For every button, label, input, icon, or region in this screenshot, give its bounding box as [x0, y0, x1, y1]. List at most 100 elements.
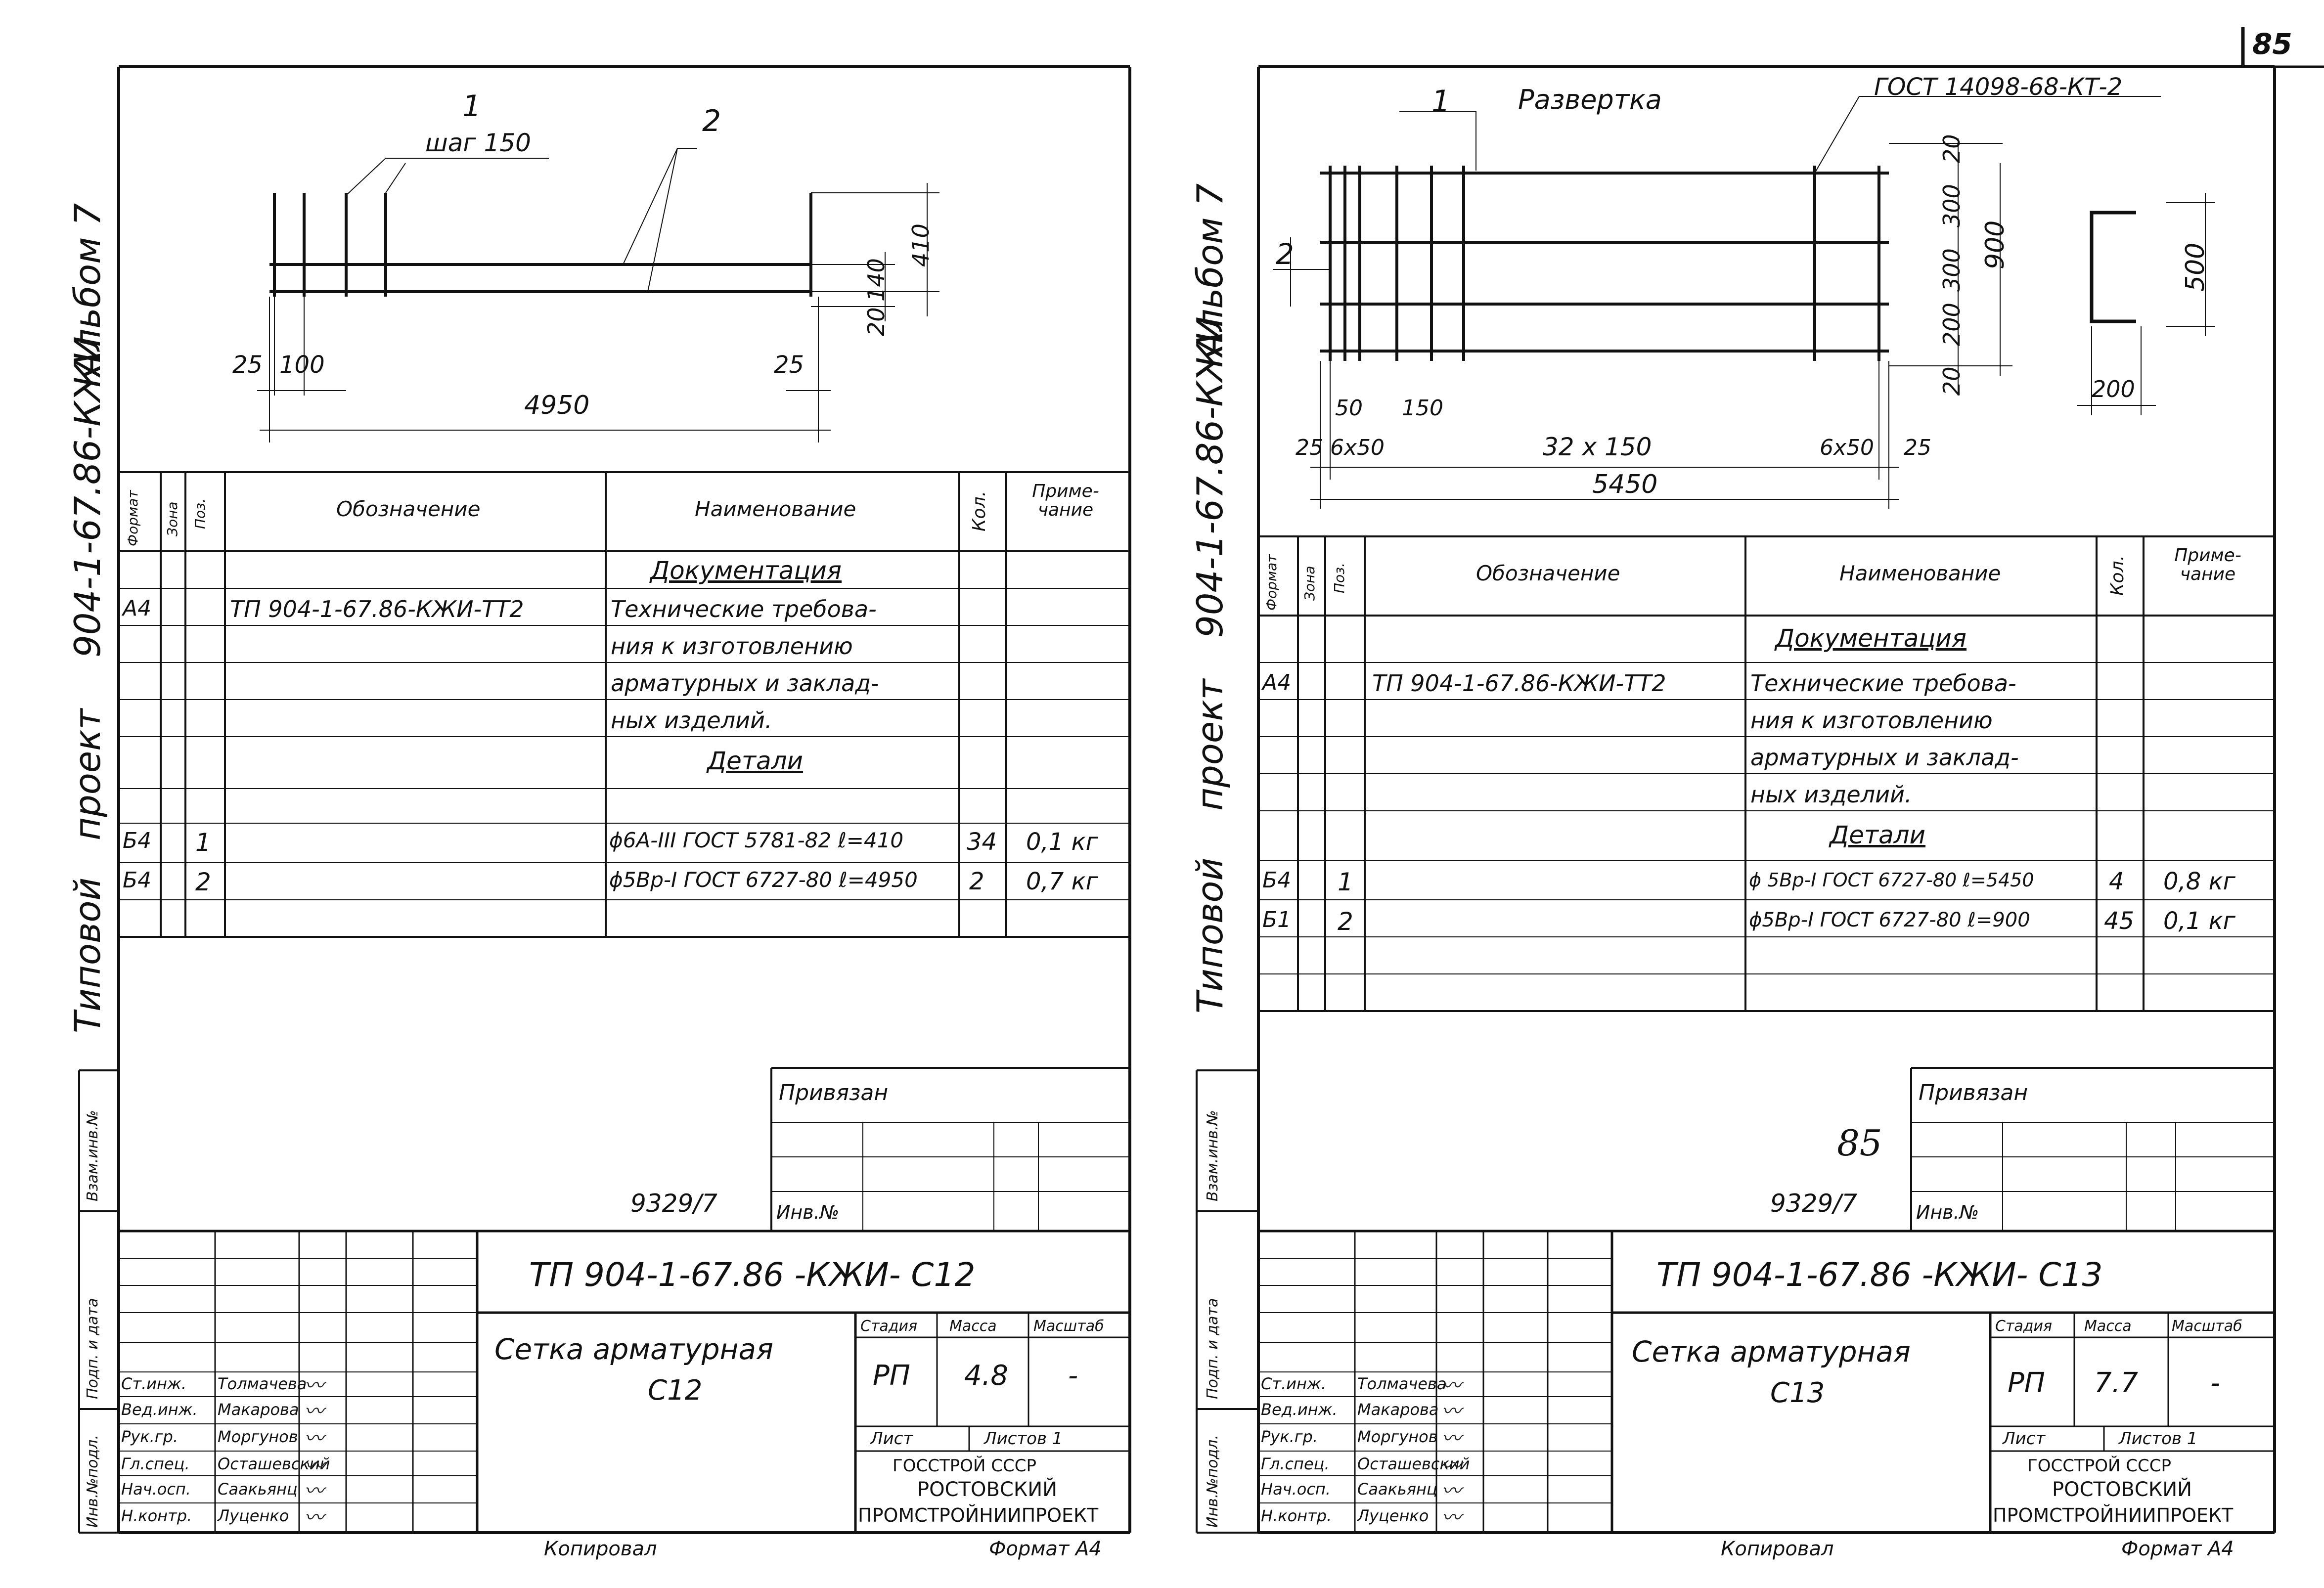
- right-org-1: ГОССТРОЙ СССР: [2027, 1456, 2171, 1476]
- right-order-no: 9329/7: [1770, 1189, 1857, 1218]
- right-role-3: Рук.гр.: [1261, 1427, 1318, 1446]
- left-doc-name-l1: Сетка арматурная: [494, 1332, 773, 1366]
- left-copied: Копировал: [544, 1538, 657, 1560]
- left-dim-25a: 25: [232, 351, 263, 379]
- right-row2-pos: 2: [1338, 907, 1353, 936]
- left-side-title-4: Альбом 7: [67, 203, 108, 376]
- right-side-title-4: Альбом 7: [1189, 183, 1231, 356]
- left-section-details: Детали: [707, 747, 804, 775]
- right-doc-name-1: Технические требова-: [1750, 670, 2016, 697]
- right-row2-note: 0,1 кг: [2163, 907, 2235, 935]
- left-org-1: ГОССТРОЙ СССР: [893, 1456, 1036, 1476]
- right-signature-3: 〰: [1441, 1427, 1461, 1450]
- left-label-1: 1: [462, 89, 482, 124]
- right-dim-300b: 300: [1938, 248, 1965, 292]
- right-doc-code: ТП 904-1-67.86 -КЖИ- С13: [1656, 1256, 2103, 1294]
- left-dim-100: 100: [279, 351, 325, 379]
- right-stage-h: Стадия: [1995, 1318, 2053, 1335]
- right-doc-designation: ТП 904-1-67.86-КЖИ-ТТ2: [1372, 670, 1666, 697]
- right-dim-5450: 5450: [1592, 470, 1658, 499]
- right-sheet-label: Лист: [2003, 1429, 2046, 1449]
- left-row2-format: Б4: [123, 868, 152, 893]
- right-role-2: Вед.инж.: [1261, 1400, 1338, 1419]
- left-row1-qty: 34: [967, 828, 997, 856]
- right-dim-6x50a: 6x50: [1330, 435, 1385, 460]
- left-section-docs: Документация: [650, 556, 842, 585]
- left-doc-name-3: арматурных и заклад-: [611, 670, 879, 697]
- right-doc-name-2: ния к изготовлению: [1750, 707, 1993, 734]
- right-inv-no: Инв.№: [1916, 1201, 1979, 1223]
- right-doc-name-l1: Сетка арматурная: [1632, 1335, 1911, 1368]
- right-sheet-frame: [1257, 65, 2276, 1534]
- left-doc-designation: ТП 904-1-67.86-КЖИ-ТТ2: [230, 596, 524, 622]
- right-stamp-podp: Подп. и дата: [1204, 1298, 1221, 1399]
- left-signature-6: 〰: [304, 1506, 324, 1529]
- left-sheet-frame: [117, 65, 1131, 1534]
- right-org-3: ПРОМСТРОЙНИИПРОЕКТ: [1993, 1504, 2234, 1526]
- right-name-5: Саакьянц: [1357, 1480, 1437, 1499]
- right-dim-200b: 200: [2092, 376, 2135, 402]
- left-stamp-inv: Инв.№подл.: [84, 1435, 101, 1528]
- left-th-note: Приме- чание: [1032, 481, 1099, 520]
- right-side-stamp-grid: [1196, 1069, 1258, 1534]
- right-row1-qty: 4: [2109, 868, 2124, 895]
- right-th-pos: Поз.: [1331, 563, 1347, 593]
- right-dim-25: 25: [1296, 435, 1323, 460]
- left-dim-410: 410: [907, 223, 934, 267]
- right-section-details: Детали: [1830, 821, 1926, 849]
- left-order-no: 9329/7: [630, 1189, 717, 1218]
- left-doc-code: ТП 904-1-67.86 -КЖИ- С12: [529, 1256, 976, 1294]
- left-side-title-1: Типовой: [67, 877, 108, 1033]
- right-th-name: Наименование: [1839, 561, 2001, 585]
- left-th-format: Формат: [125, 490, 141, 546]
- left-signature-5: 〰: [304, 1480, 324, 1502]
- left-row1-pos: 1: [195, 828, 211, 857]
- left-doc-name-2: ния к изготовлению: [611, 633, 853, 660]
- left-mesh-drawing: [269, 193, 812, 297]
- left-name-3: Моргунов: [218, 1427, 298, 1446]
- right-name-3: Моргунов: [1357, 1427, 1438, 1446]
- right-dim-500: 500: [2181, 242, 2210, 292]
- left-row1-note: 0,1 кг: [1026, 828, 1098, 856]
- left-side-stamp-grid: [78, 1069, 119, 1534]
- right-dim-32x150: 32 x 150: [1543, 433, 1652, 461]
- right-label-1: 1: [1431, 84, 1451, 119]
- right-mesh-drawing: [1320, 166, 1889, 361]
- right-org-2: РОСТОВСКИЙ: [2052, 1478, 2192, 1501]
- right-dim-900: 900: [1980, 220, 2010, 269]
- right-signature-5: 〰: [1441, 1480, 1461, 1502]
- left-name-4: Осташевский: [218, 1455, 330, 1473]
- right-dim-20b: 20: [1938, 366, 1965, 396]
- right-mass: 7.7: [2094, 1367, 2139, 1399]
- left-role-2: Вед.инж.: [121, 1400, 198, 1419]
- right-section-docs: Документация: [1775, 624, 1966, 653]
- right-scale-h: Масштаб: [2172, 1318, 2242, 1335]
- right-signature-2: 〰: [1441, 1400, 1461, 1423]
- left-sheet-label: Лист: [870, 1429, 913, 1449]
- left-side-title-3: 904-1-67.86-КЖИ: [67, 336, 108, 658]
- left-name-1: Толмачева: [218, 1374, 307, 1393]
- right-privyazan-grid: [1910, 1067, 2275, 1231]
- right-row2-qty: 45: [2104, 907, 2135, 935]
- left-th-designation: Обозначение: [336, 497, 481, 521]
- left-signature-4: 〰: [304, 1455, 324, 1477]
- left-title-block-grid: [119, 1230, 1130, 1533]
- right-title-block-grid: [1258, 1230, 2275, 1533]
- left-doc-name-4: ных изделий.: [611, 707, 772, 734]
- left-side-title-2: проект: [67, 708, 108, 840]
- right-doc-name-4: ных изделий.: [1750, 781, 1912, 808]
- left-signature-3: 〰: [304, 1427, 324, 1450]
- right-th-format: Формат: [1263, 554, 1280, 611]
- left-privyazan: Привязан: [779, 1080, 889, 1105]
- right-doc-name-l2: С13: [1770, 1377, 1825, 1409]
- right-dim-150: 150: [1402, 396, 1443, 421]
- left-stamp-vzam: Взам.инв.№: [84, 1110, 101, 1201]
- right-label-2: 2: [1276, 237, 1294, 271]
- right-row1-pos: 1: [1338, 868, 1353, 896]
- left-doc-name-1: Технические требова-: [611, 596, 877, 622]
- left-dim-4950: 4950: [524, 391, 590, 420]
- left-mass: 4.8: [964, 1360, 1009, 1392]
- right-row1-note: 0,8 кг: [2163, 868, 2235, 895]
- right-mesh-dimensions: [1273, 96, 2215, 509]
- right-stage: РП: [2008, 1367, 2045, 1399]
